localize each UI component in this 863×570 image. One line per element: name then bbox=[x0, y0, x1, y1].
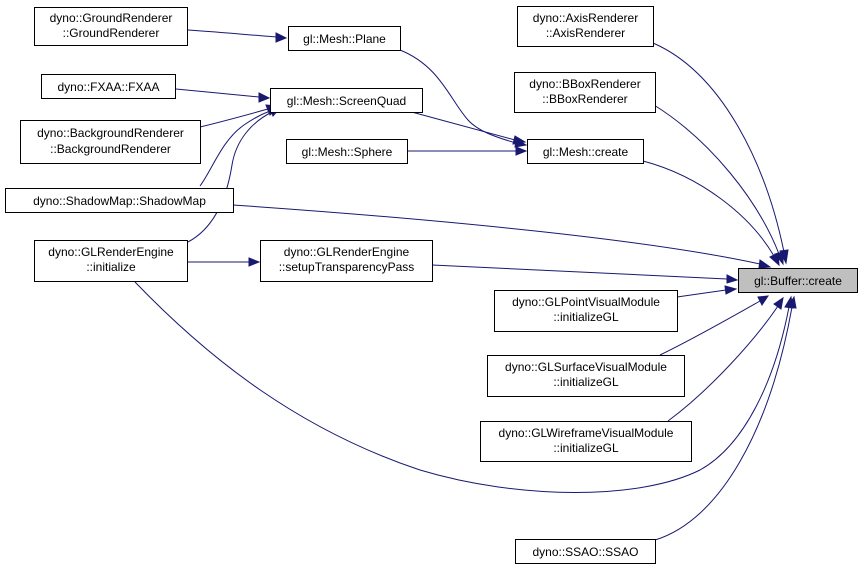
node-axisrenderer-line1: dyno::AxisRenderer bbox=[533, 11, 638, 25]
node-shadowmap[interactable]: dyno::ShadowMap::ShadowMap bbox=[5, 188, 234, 213]
edge-groundrenderer-to-plane bbox=[187, 29, 288, 43]
node-glpointvisualmodule[interactable]: dyno::GLPointVisualModule ::initializeGL bbox=[494, 290, 678, 332]
node-ssao[interactable]: dyno::SSAO::SSAO bbox=[515, 539, 656, 564]
node-mesh-plane[interactable]: gl::Mesh::Plane bbox=[288, 26, 401, 51]
node-groundrenderer-line1: dyno::GroundRenderer bbox=[50, 11, 173, 25]
node-mesh-create[interactable]: gl::Mesh::create bbox=[527, 139, 644, 164]
node-glsurfacevisualmodule-line1: dyno::GLSurfaceVisualModule bbox=[505, 360, 667, 374]
node-glrenderengine-initialize[interactable]: dyno::GLRenderEngine ::initialize bbox=[34, 240, 188, 282]
edge-ssao-to-buffer-create bbox=[654, 295, 797, 541]
edge-sphere-to-mesh-create bbox=[407, 146, 528, 156]
node-setuptransparencypass-line2: ::setupTransparencyPass bbox=[279, 260, 415, 274]
node-mesh-create-label: gl::Mesh::create bbox=[543, 145, 629, 159]
node-glpointvisualmodule-line2: ::initializeGL bbox=[553, 310, 619, 324]
node-mesh-screenquad-label: gl::Mesh::ScreenQuad bbox=[287, 94, 406, 108]
edge-surfacevisual-to-buffer-create bbox=[659, 295, 770, 356]
node-glwireframevisualmodule-line2: ::initializeGL bbox=[553, 441, 619, 455]
node-mesh-screenquad[interactable]: gl::Mesh::ScreenQuad bbox=[270, 88, 423, 113]
node-backgroundrenderer-line1: dyno::BackgroundRenderer bbox=[37, 126, 184, 140]
node-groundrenderer-line2: ::GroundRenderer bbox=[63, 26, 160, 40]
node-shadowmap-label: dyno::ShadowMap::ShadowMap bbox=[33, 194, 206, 208]
node-backgroundrenderer[interactable]: dyno::BackgroundRenderer ::BackgroundRen… bbox=[20, 120, 201, 164]
node-glsurfacevisualmodule[interactable]: dyno::GLSurfaceVisualModule ::initialize… bbox=[487, 355, 685, 397]
node-bboxrenderer[interactable]: dyno::BBoxRenderer ::BBoxRenderer bbox=[514, 72, 656, 113]
node-setuptransparencypass-line1: dyno::GLRenderEngine bbox=[284, 245, 410, 259]
edge-initialize-to-screenquad bbox=[187, 107, 282, 243]
node-ssao-label: dyno::SSAO::SSAO bbox=[532, 545, 638, 559]
node-bboxrenderer-line2: ::BBoxRenderer bbox=[542, 92, 627, 106]
node-backgroundrenderer-line2: ::BackgroundRenderer bbox=[50, 142, 171, 156]
node-glwireframevisualmodule[interactable]: dyno::GLWireframeVisualModule ::initiali… bbox=[480, 421, 692, 462]
node-axisrenderer-line2: ::AxisRenderer bbox=[546, 26, 625, 40]
edge-shadowmap-to-buffer-create bbox=[232, 204, 772, 269]
edge-initialize-to-buffer-create bbox=[134, 281, 794, 493]
node-mesh-sphere[interactable]: gl::Mesh::Sphere bbox=[286, 139, 408, 164]
node-bboxrenderer-line1: dyno::BBoxRenderer bbox=[529, 77, 640, 91]
edge-wireframevisual-to-buffer-create bbox=[667, 296, 784, 422]
node-glpointvisualmodule-line1: dyno::GLPointVisualModule bbox=[512, 295, 660, 309]
edge-pointvisual-to-buffer-create bbox=[676, 285, 738, 298]
edge-screenquad-to-mesh-create bbox=[407, 110, 527, 145]
edge-mesh-create-to-buffer-create bbox=[642, 160, 780, 267]
node-glrenderengine-initialize-line1: dyno::GLRenderEngine bbox=[48, 245, 174, 259]
node-mesh-plane-label: gl::Mesh::Plane bbox=[303, 32, 386, 46]
node-fxaa[interactable]: dyno::FXAA::FXAA bbox=[41, 74, 176, 99]
edge-fxaa-to-screenquad bbox=[175, 88, 271, 103]
node-buffer-create[interactable]: gl::Buffer::create bbox=[738, 268, 858, 293]
node-fxaa-label: dyno::FXAA::FXAA bbox=[57, 80, 159, 94]
node-axisrenderer[interactable]: dyno::AxisRenderer ::AxisRenderer bbox=[517, 6, 654, 47]
edge-initialize-to-setuptransparency bbox=[188, 257, 261, 267]
node-setuptransparencypass[interactable]: dyno::GLRenderEngine ::setupTransparency… bbox=[260, 240, 433, 282]
edge-setuptransparency-to-buffer-create bbox=[431, 264, 739, 284]
edge-shadowmap-to-screenquad bbox=[199, 106, 280, 187]
node-glrenderengine-initialize-line2: ::initialize bbox=[86, 260, 136, 274]
node-glsurfacevisualmodule-line2: ::initializeGL bbox=[553, 375, 619, 389]
node-groundrenderer[interactable]: dyno::GroundRenderer ::GroundRenderer bbox=[34, 7, 188, 46]
node-mesh-sphere-label: gl::Mesh::Sphere bbox=[302, 145, 393, 159]
node-glwireframevisualmodule-line1: dyno::GLWireframeVisualModule bbox=[499, 426, 674, 440]
node-buffer-create-label: gl::Buffer::create bbox=[754, 274, 842, 288]
